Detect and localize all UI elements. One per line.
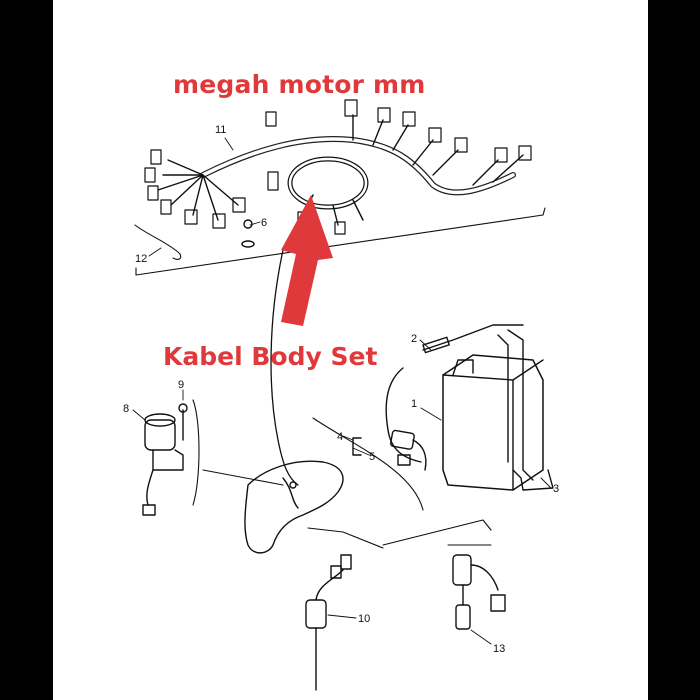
battery-drawing bbox=[385, 324, 554, 491]
callout-4: 4 bbox=[337, 431, 343, 443]
sensor-13-drawing bbox=[447, 544, 506, 630]
callout-11: 11 bbox=[215, 124, 226, 136]
diagram-canvas: 11 6 12 2 1 3 4 5 8 9 10 13 megah motor … bbox=[53, 0, 648, 700]
callout-leaders bbox=[132, 137, 552, 645]
callout-1: 1 bbox=[411, 398, 417, 410]
sensor-10-drawing bbox=[305, 554, 352, 691]
relay-drawing bbox=[352, 429, 427, 471]
wire-harness-drawing bbox=[134, 99, 546, 276]
black-border-left bbox=[0, 0, 53, 700]
watermark-title: megah motor mm bbox=[173, 70, 426, 99]
bracket-line bbox=[307, 527, 384, 549]
ignition-switch-drawing bbox=[142, 399, 284, 516]
callout-8: 8 bbox=[123, 403, 129, 415]
bracket-line bbox=[312, 417, 424, 511]
callout-6: 6 bbox=[261, 217, 267, 229]
callout-3: 3 bbox=[553, 483, 559, 495]
callout-12: 12 bbox=[135, 253, 147, 265]
callout-2: 2 bbox=[411, 333, 417, 345]
callout-13: 13 bbox=[493, 643, 505, 655]
bracket-line bbox=[382, 519, 492, 546]
callout-10: 10 bbox=[358, 613, 370, 625]
black-border-right bbox=[648, 0, 700, 700]
red-arrow bbox=[281, 195, 333, 326]
parts-diagram: 11 6 12 2 1 3 4 5 8 9 10 13 bbox=[123, 99, 559, 691]
callout-9: 9 bbox=[178, 379, 184, 391]
frame-bracket-drawing bbox=[244, 460, 344, 554]
callout-5: 5 bbox=[369, 451, 375, 463]
connecting-wire bbox=[270, 249, 299, 486]
part-caption: Kabel Body Set bbox=[163, 342, 378, 371]
